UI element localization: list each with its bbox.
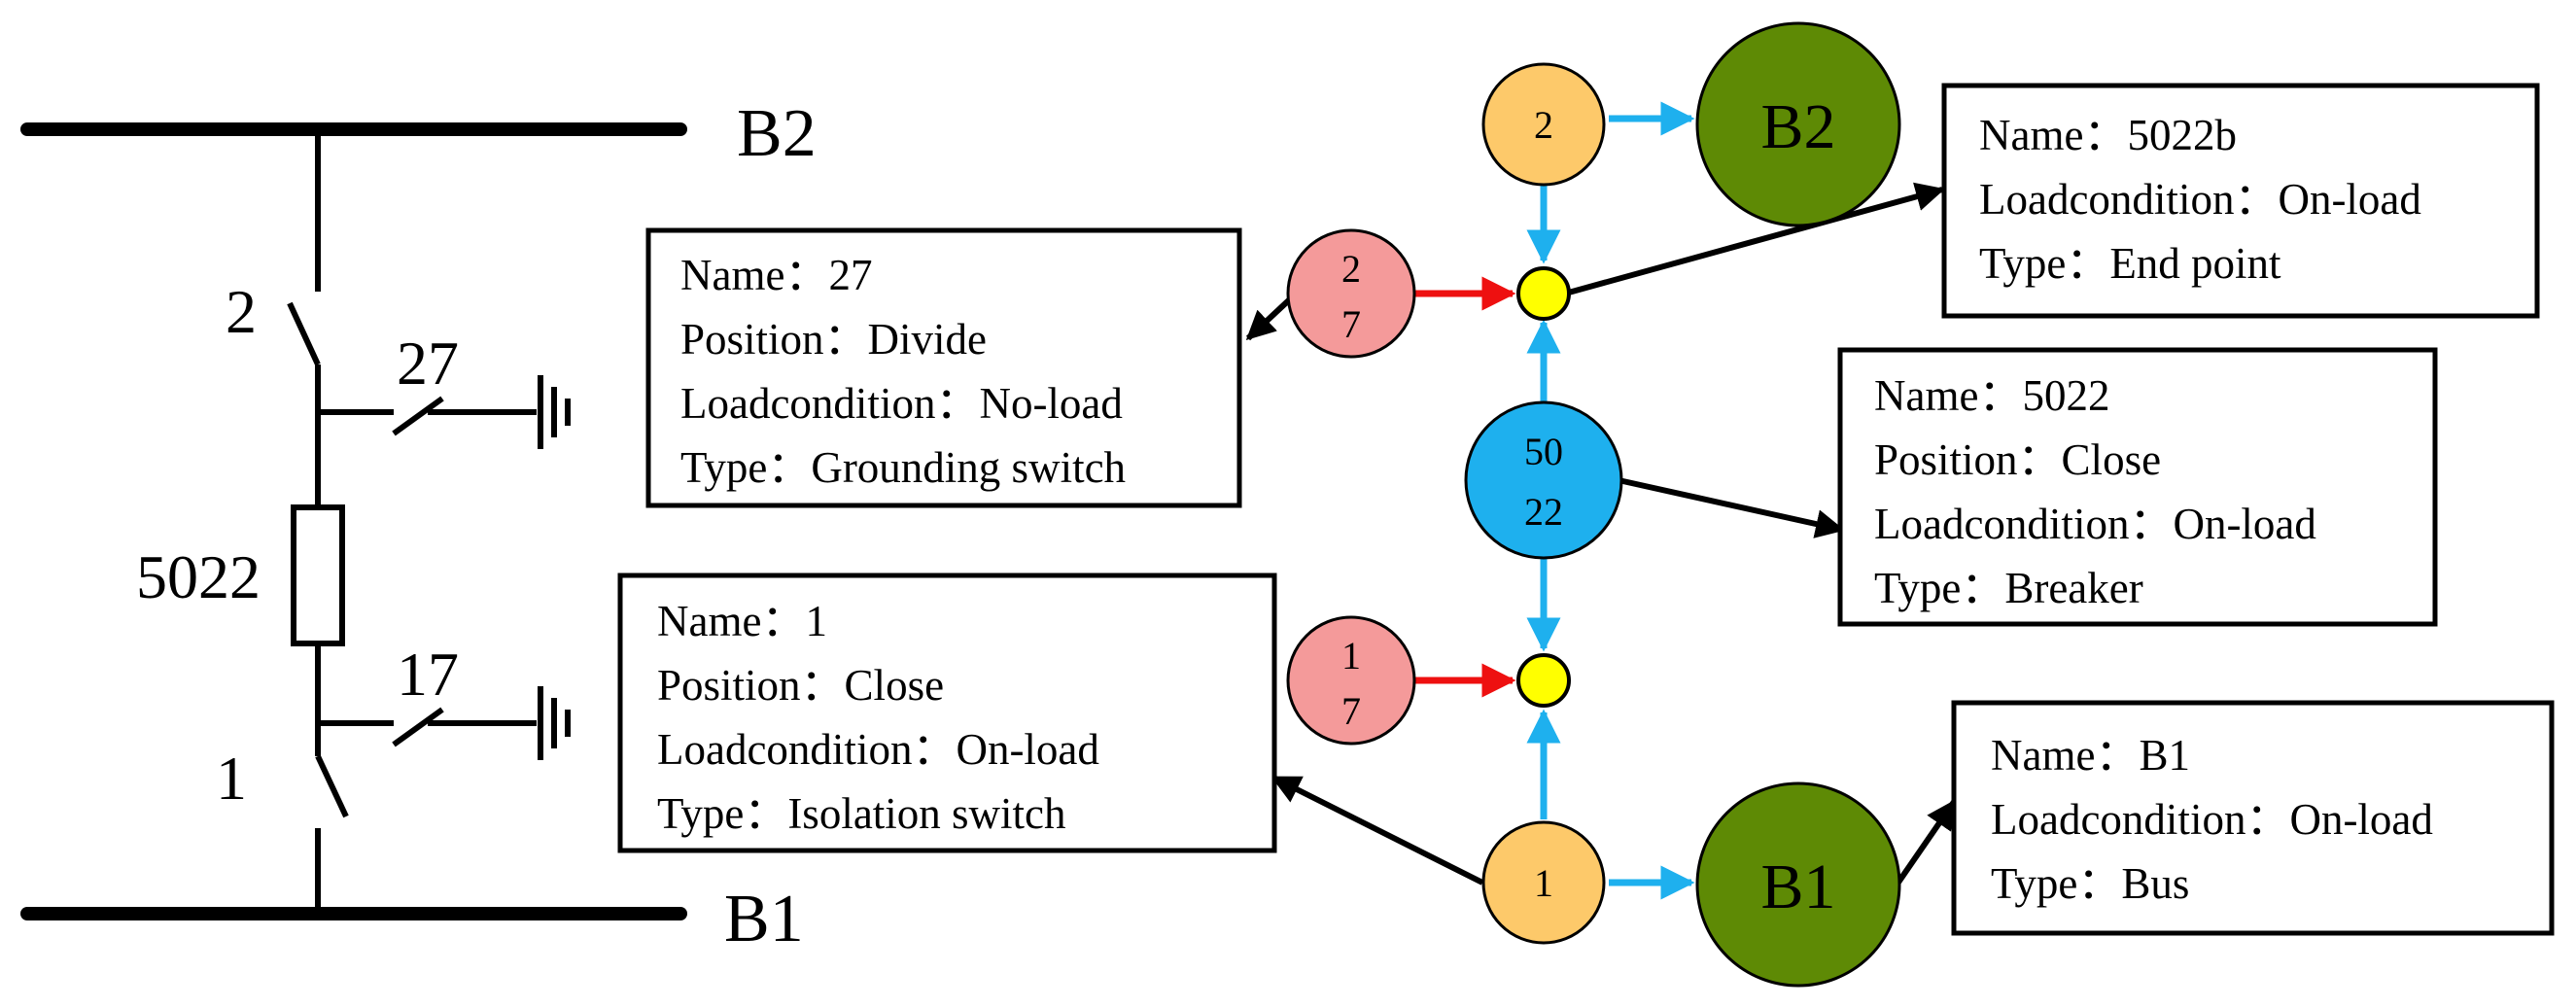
info-box-b1-line: Name：B1 — [1991, 731, 2190, 780]
pointer-n5022-to-box-5022 — [1618, 477, 1845, 538]
breaker-5022-symbol — [291, 504, 345, 646]
info-box-5022: Name：5022 Position：Close Loadcondition：O… — [1837, 347, 2438, 627]
pointer-b1-to-box-b1 — [1893, 799, 1957, 888]
info-box-5022-line: Type：Breaker — [1874, 564, 2143, 612]
info-box-b1: Name：B1 Loadcondition：On-load Type：Bus — [1951, 700, 2555, 936]
lower-junction-node[interactable] — [1516, 653, 1571, 708]
info-box-27-line: Position：Divide — [680, 315, 987, 364]
switch-2-label: 2 — [226, 277, 257, 346]
ground-27-blade — [392, 396, 444, 436]
isolator-2-blade — [287, 301, 321, 366]
node-17[interactable]: 1 7 — [1286, 615, 1416, 746]
node-b2-label: B2 — [1760, 91, 1835, 162]
bus-b2-label: B2 — [737, 96, 817, 171]
ground-17-label: 17 — [397, 640, 459, 709]
node-17-label-bottom: 7 — [1341, 689, 1361, 733]
isolator-1-blade — [315, 754, 349, 818]
info-box-1-line: Loadcondition：On-load — [657, 725, 1099, 774]
info-box-5022b: Name：5022b Loadcondition：On-load Type：En… — [1941, 83, 2540, 319]
info-box-27: Name：27 Position：Divide Loadcondition：No… — [645, 227, 1242, 508]
node-b1[interactable]: B1 — [1695, 781, 1901, 988]
info-box-5022b-line: Name：5022b — [1979, 111, 2237, 159]
ground-27-earth-icon — [538, 375, 571, 449]
info-box-b1-line: Type：Bus — [1991, 859, 2189, 908]
node-27-label-top: 2 — [1341, 247, 1361, 291]
node-1-label: 1 — [1534, 861, 1553, 905]
node-1[interactable]: 1 — [1481, 820, 1606, 945]
switch-1-label: 1 — [216, 744, 247, 813]
graph-nodes: 2 B2 2 7 50 22 1 7 1 — [1286, 21, 1901, 988]
node-27-label-bottom: 7 — [1341, 302, 1361, 346]
info-box-b1-line: Loadcondition：On-load — [1991, 795, 2433, 844]
single-line-schematic: B2 B1 2 27 5022 17 1 — [20, 96, 817, 956]
node-b2[interactable]: B2 — [1695, 21, 1901, 227]
pointer-junction-to-box-5022b — [1564, 182, 1945, 296]
info-box-5022-line: Loadcondition：On-load — [1874, 500, 2316, 548]
pointer-n1-to-box-1 — [1271, 775, 1484, 885]
node-27[interactable]: 2 7 — [1286, 228, 1416, 359]
graph-edges — [1245, 101, 1957, 900]
node-5022[interactable]: 50 22 — [1464, 400, 1623, 560]
node-2-label: 2 — [1534, 103, 1553, 147]
info-box-1: Name：1 Position：Close Loadcondition：On-l… — [617, 573, 1277, 853]
ground-17-blade — [392, 707, 444, 747]
node-17-label-top: 1 — [1341, 634, 1361, 677]
info-box-1-line: Position：Close — [657, 661, 944, 710]
node-5022-label-bottom: 22 — [1524, 490, 1563, 534]
info-box-5022b-line: Type：End point — [1979, 239, 2281, 288]
breaker-5022-label: 5022 — [136, 542, 261, 611]
info-box-1-line: Name：1 — [657, 597, 827, 645]
info-box-5022b-line: Loadcondition：On-load — [1979, 175, 2421, 224]
node-b1-label: B1 — [1760, 851, 1835, 922]
info-box-27-line: Type：Grounding switch — [680, 443, 1126, 492]
node-5022-label-top: 50 — [1524, 430, 1563, 473]
ground-17-earth-icon — [538, 686, 571, 760]
info-box-27-line: Name：27 — [680, 251, 872, 299]
ground-27-label: 27 — [397, 329, 459, 398]
upper-junction-node[interactable] — [1516, 266, 1571, 321]
bus-b1-label: B1 — [724, 882, 804, 956]
info-box-5022-line: Name：5022 — [1874, 371, 2109, 420]
node-2[interactable]: 2 — [1481, 62, 1606, 187]
info-box-1-line: Type：Isolation switch — [657, 789, 1066, 838]
info-box-5022-line: Position：Close — [1874, 435, 2161, 484]
pointer-n27-to-box — [1245, 294, 1296, 341]
info-box-27-line: Loadcondition：No-load — [680, 379, 1123, 428]
